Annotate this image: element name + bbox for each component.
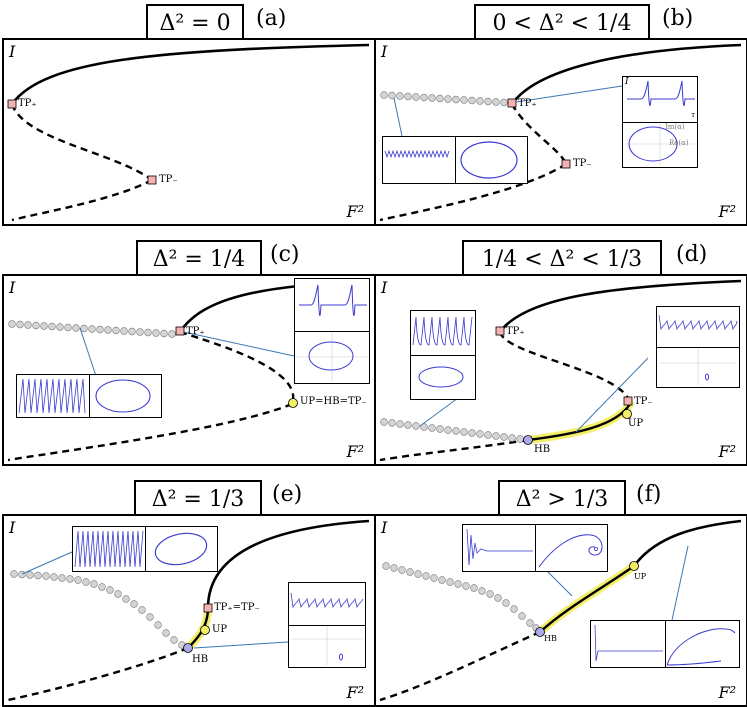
- inset-oscillation: [382, 136, 528, 184]
- inset-time-trace: I τ Im(α) Re(α): [622, 76, 698, 168]
- periodic-orbit-branch: [380, 91, 508, 107]
- unstable-branch-middle: [10, 103, 153, 181]
- title-a: Δ² = 0: [146, 4, 244, 42]
- panel-e: TP₊=TP₋ UP HB I F²: [2, 514, 376, 707]
- x-axis-label: F²: [346, 202, 364, 221]
- panel-b: TP₊ TP₋ I F² I τ Im(α) Re(α): [374, 38, 747, 226]
- panel-d: TP₊ TP₋ UP HB I F²: [374, 274, 747, 466]
- title-d: 1/4 < Δ² < 1/3: [462, 240, 662, 278]
- panel-a: TP₊ TP₋ I F²: [2, 38, 376, 226]
- bifurcation-plot-b: [379, 43, 742, 222]
- panel-c: TP₊ UP=HB=TP₋ I F²: [2, 274, 376, 466]
- title-c: Δ² = 1/4: [136, 240, 262, 278]
- y-axis-label: I: [9, 42, 16, 61]
- title-f: Δ² > 1/3: [498, 480, 626, 518]
- tp-plus-marker: [7, 99, 17, 109]
- title-b: 0 < Δ² < 1/4: [474, 4, 650, 42]
- tag-e: (e): [272, 482, 303, 507]
- title-e: Δ² = 1/3: [134, 480, 262, 518]
- stable-branch-upper: [10, 43, 370, 105]
- tag-c: (c): [270, 242, 300, 267]
- panel-f: UP HB I F²: [374, 514, 747, 707]
- tp-minus-marker: [147, 175, 157, 185]
- tag-f: (f): [636, 482, 662, 507]
- highlight-oscillatory: [524, 400, 634, 444]
- tp-plus-label: TP₊: [18, 98, 37, 109]
- stable-branch-lower: [11, 178, 153, 222]
- bifurcation-plot-a: [7, 43, 370, 222]
- tag-a: (a): [256, 6, 287, 31]
- tp-minus-label: TP₋: [159, 174, 178, 185]
- tag-b: (b): [662, 6, 694, 31]
- tag-d: (d): [676, 242, 708, 267]
